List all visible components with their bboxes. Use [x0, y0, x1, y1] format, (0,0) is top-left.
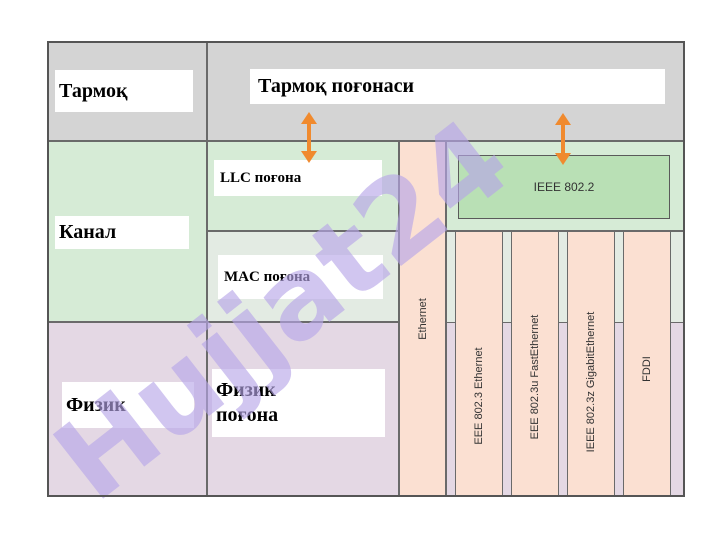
network-to-llc-arrow — [301, 112, 317, 163]
physical-sublayer-text: Физик поғона — [216, 379, 279, 426]
datalink-layer-label: Канал — [55, 216, 189, 249]
network-to-ieee-arrow — [555, 113, 571, 165]
mac-sublayer-label: MAC поғона — [218, 255, 383, 299]
network-sublayer-label: Тармоқ поғонаси — [250, 69, 665, 104]
network-layer-label: Тармоқ — [55, 70, 193, 112]
eee8023-column: EEE 802.3 Ethernet — [455, 231, 503, 497]
ethernet-column: Ethernet — [399, 141, 446, 497]
physical-layer-label: Физик — [62, 382, 194, 428]
llc-sublayer-label: LLC поғона — [214, 160, 382, 196]
physical-sublayer-label: Физик поғона — [212, 369, 385, 437]
eee8023u-column: EEE 802.3u FastEthernet — [511, 231, 559, 497]
diagram-frame — [47, 41, 685, 497]
fddi-column: FDDI — [623, 231, 671, 497]
ieee8023z-column: IEEE 802.3z GigabitEthernet — [567, 231, 615, 497]
ieee-8022-box: IEEE 802.2 — [458, 155, 670, 219]
